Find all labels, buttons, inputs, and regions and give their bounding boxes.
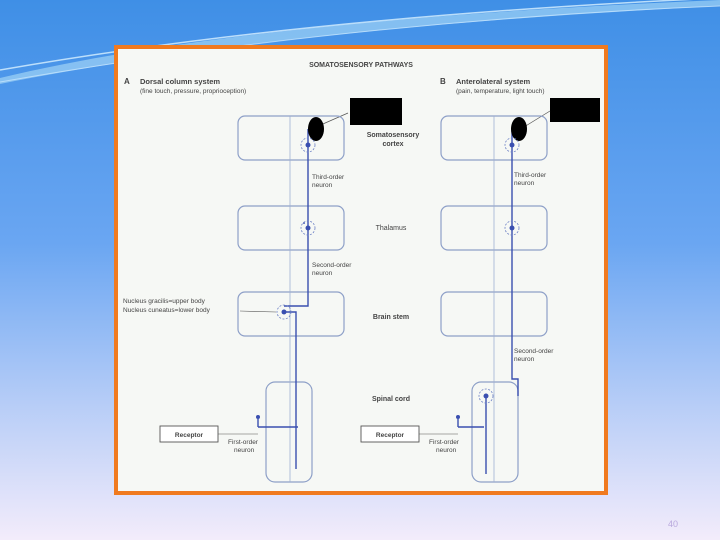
panel-b-first-order-line-2: neuron [436, 447, 457, 454]
diagram-frame: SOMATOSENSORY PATHWAYS A Dorsal column s… [114, 45, 608, 495]
label-cortex-line-2: cortex [382, 141, 403, 148]
panel-a-receptor-label: Receptor [175, 432, 204, 439]
redaction-box-b [550, 98, 600, 122]
panel-b-third-order-line-2: neuron [514, 180, 535, 187]
panel-b-receptor-label: Receptor [376, 432, 405, 439]
panel-b-third-order-line-1: Third-order [514, 172, 547, 179]
redaction-box-a [350, 98, 402, 125]
panel-a-third-order-line-1: Third-order [312, 174, 345, 181]
page-number: 40 [668, 519, 679, 529]
panel-a-system-subtitle: (fine touch, pressure, proprioception) [140, 88, 246, 95]
panel-a-third-order-line-2: neuron [312, 182, 333, 189]
panel-a-system-title: Dorsal column system [140, 77, 220, 86]
panel-b-second-order-line-2: neuron [514, 356, 535, 363]
panel-a-second-order-line-1: Second-order [312, 262, 352, 269]
panel-b-second-order-line-1: Second-order [514, 348, 554, 355]
label-cortex-line-1: Somatosensory [367, 132, 420, 139]
panel-a-letter: A [124, 77, 130, 86]
panel-b-system-subtitle: (pain, temperature, light touch) [456, 88, 545, 95]
panel-b-pathway [457, 129, 519, 474]
panel-b-letter: B [440, 77, 446, 86]
panel-a-nucleus-cuneatus: Nucleus cuneatus=lower body [123, 307, 211, 314]
header-swoosh-decoration [0, 0, 720, 84]
panel-a-level-boxes [237, 115, 345, 483]
panel-a-pathway [257, 129, 309, 469]
label-spinal-cord: Spinal cord [372, 396, 410, 403]
diagram-title: SOMATOSENSORY PATHWAYS [309, 62, 413, 69]
panel-a-cortex-neuron-cell [308, 117, 324, 141]
panel-b-first-order-line-1: First-order [429, 439, 460, 446]
panel-a-first-order-line-1: First-order [228, 439, 259, 446]
panel-b-cortex-neuron-cell [511, 117, 527, 141]
panel-a-first-order-line-2: neuron [234, 447, 255, 454]
panel-a-second-order-line-2: neuron [312, 270, 333, 277]
label-thalamus: Thalamus [376, 225, 407, 232]
somatosensory-diagram: SOMATOSENSORY PATHWAYS A Dorsal column s… [123, 62, 600, 483]
panel-b-system-title: Anterolateral system [456, 77, 531, 86]
panel-a-nucleus-gracilis: Nucleus gracilis=upper body [123, 298, 206, 305]
label-brain-stem: Brain stem [373, 314, 409, 321]
